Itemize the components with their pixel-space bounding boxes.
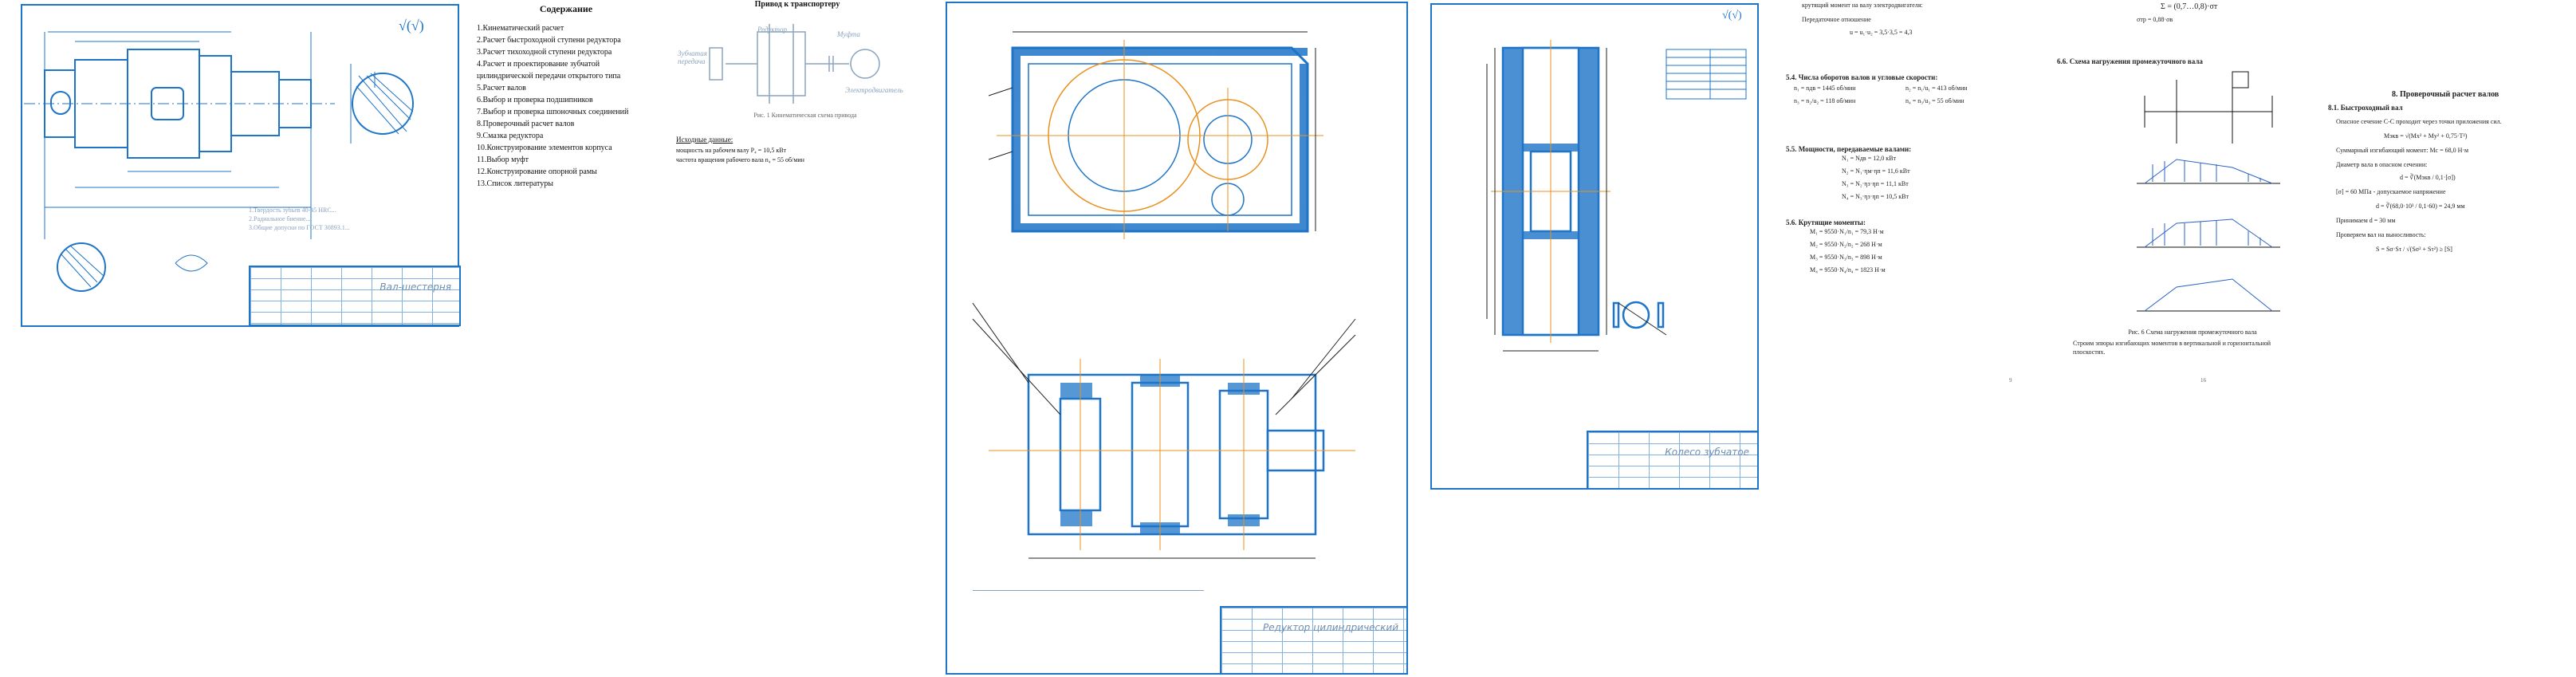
title-block: Колесо зубчатое — [1587, 431, 1759, 490]
given-title: Исходные данные: — [676, 136, 733, 144]
roughness-symbol: √(√) — [1722, 10, 1742, 22]
label-motor: Электродвигатель — [845, 86, 903, 94]
drawing-frame — [946, 2, 1408, 675]
calc-line: [σ] = 60 МПа - допускаемое напряжение — [2336, 188, 2446, 195]
page-number: 16 — [2200, 377, 2206, 384]
section-heading: 5.5. Мощности, передаваемые валами: — [1786, 145, 1912, 153]
calc-line: Мэкв = √(Mx² + My² + 0,75·T²) — [2384, 132, 2468, 140]
section-heading: 6.6. Схема нагружения промежуточного вал… — [2057, 57, 2203, 65]
given-line: частота вращения рабочего вала n₄ = 55 о… — [676, 156, 804, 163]
sheet-calculations: крутящий момент на валу электродвигателя… — [1770, 0, 2033, 399]
label-coupling: Муфта — [837, 30, 860, 38]
title-block-name: Вал-шестерня — [380, 281, 451, 293]
calc-line: Передаточное отношение — [1802, 16, 1871, 23]
calc-line: Суммарный изгибающий момент: Mс = 68,0 Н… — [2336, 147, 2469, 154]
calc-line: n₁ = nдв = 1445 об/мин — [1794, 85, 1856, 92]
section-heading: 5.6. Крутящие моменты: — [1786, 218, 1866, 226]
sheet-shaft-drawing: √(√) 1.Твер — [0, 0, 462, 330]
calc-line: Σ = (0,7…0,8)·σт — [2161, 2, 2218, 11]
figure-caption: Рис. 1 Кинематическая схема привода — [753, 112, 857, 119]
calc-line: n₄ = n₃/u₃ = 55 об/мин — [1905, 97, 1964, 104]
toc-item: 9.Смазка редуктора — [477, 132, 544, 140]
calc-line: Диаметр вала в опасном сечении: — [2336, 161, 2428, 168]
calc-line: N₃ = N₂·ηз·ηп = 11,1 кВт — [1842, 180, 1909, 187]
toc-item: 6.Выбор и проверка подшипников — [477, 96, 593, 104]
scheme-title: Привод к транспортеру — [754, 0, 840, 9]
toc-item: 7.Выбор и проверка шпоночных соединений — [477, 108, 629, 116]
roughness-symbol: √(√) — [399, 18, 424, 33]
calc-line: S = Sσ·Sτ / √(Sσ² + Sτ²) ≥ [S] — [2376, 246, 2452, 253]
section-heading: 5.4. Числа оборотов валов и угловые скор… — [1786, 73, 1938, 81]
calc-line: M₃ = 9550·N₃/n₃ = 898 Н·м — [1810, 254, 1882, 261]
toc-item: 2.Расчет быстроходной ступени редуктора — [477, 36, 621, 45]
reducer-drawing — [972, 31, 1356, 559]
calc-line: N₄ = N₃·ηз·ηп = 10,5 кВт — [1842, 193, 1909, 200]
calc-line: σтр = 0,88·σв — [2137, 16, 2173, 23]
calc-line: d = ∛(68,0·10³ / 0,1·60) = 24,9 мм — [2376, 203, 2465, 210]
toc-list: 1.Кинематический расчет 2.Расчет быстрох… — [477, 22, 652, 190]
page-number: 9 — [2009, 377, 2012, 384]
title-block-name: Колесо зубчатое — [1665, 447, 1749, 458]
sheet-contents: Содержание 1.Кинематический расчет 2.Рас… — [462, 0, 917, 255]
label-reducer: Редуктор — [757, 26, 787, 33]
toc-item: 11.Выбор муфт — [477, 155, 529, 164]
calc-line: N₂ = N₁·ηм·ηп = 11,6 кВт — [1842, 167, 1910, 175]
sheet-gear-wheel: √(√) Колесо зубчатое — [1427, 0, 1762, 494]
calc-line: M₄ = 9550·N₄/n₄ = 1823 Н·м — [1810, 266, 1886, 274]
calc-line: Опасное сечение С-С проходит через точки… — [2336, 118, 2502, 125]
title-block: Редуктор цилиндрический — [1220, 606, 1408, 675]
section-subheading: 8.1. Быстроходный вал — [2328, 104, 2403, 112]
toc-item: 13.Список литературы — [477, 179, 553, 188]
section-heading: 8. Проверочный расчет валов — [2392, 90, 2499, 99]
toc-item: 1.Кинематический расчет — [477, 24, 564, 33]
tech-notes: 1.Твердость зубьев 40-45 HRC... 2.Радиал… — [249, 207, 350, 231]
toc-item: 10.Конструирование элементов корпуса — [477, 144, 612, 152]
given-line: мощность на рабочем валу P₄ = 10,5 кВт — [676, 147, 787, 154]
calc-line: Проверяем вал на выносливость: — [2336, 231, 2426, 238]
calc-line: крутящий момент на валу электродвигателя… — [1802, 2, 1923, 9]
calc-line: N₁ = Nдв = 12,0 кВт — [1842, 155, 1896, 162]
calc-line: u = u₁·u₂ = 3,5·3,5 = 4,3 — [1850, 29, 1913, 36]
toc-item: 8.Проверочный расчет валов — [477, 120, 575, 128]
spec-notes — [973, 590, 1204, 639]
calc-line: n₃ = n₂/u₂ = 118 об/мин — [1794, 97, 1856, 104]
shaft-drawing — [24, 31, 414, 292]
sheet-reducer-assembly: Редуктор цилиндрический — [941, 0, 1411, 677]
title-block-name: Редуктор цилиндрический — [1263, 622, 1398, 633]
calc-line: Принимаем d = 30 мм — [2336, 217, 2396, 224]
calc-line: n₂ = n₁/u₁ = 413 об/мин — [1905, 85, 1968, 92]
kinematic-scheme — [709, 24, 880, 104]
calc-line: d = ∛(Mэкв / 0,1·[σ]) — [2400, 174, 2456, 181]
label-gear-train: Зубчатая передача — [678, 49, 707, 65]
title-block: Вал-шестерня — [249, 266, 461, 326]
toc-item: 5.Расчет валов — [477, 84, 526, 92]
toc-item: 4.Расчет и проектирование зубчатой цилин… — [477, 60, 621, 81]
sheet-load-diagram: Σ = (0,7…0,8)·σт σтр = 0,88·σв 6.6. Схем… — [2041, 0, 2304, 399]
gear-drawing — [1486, 40, 1747, 352]
toc-item: 3.Расчет тихоходной ступени редуктора — [477, 48, 612, 57]
toc-item: 12.Конструирование опорной рамы — [477, 167, 597, 176]
calc-line: M₂ = 9550·N₂/n₂ = 268 Н·м — [1810, 241, 1882, 248]
toc-title: Содержание — [539, 3, 593, 14]
body-text: Строим эпюры изгибающих моментов в верти… — [2073, 340, 2271, 356]
load-diagram — [2137, 71, 2280, 312]
drawing-frame — [21, 4, 459, 327]
figure-caption: Рис. 6 Схема нагружения промежуточного в… — [2128, 329, 2257, 336]
calc-line: M₁ = 9550·N₁/n₁ = 79,3 Н·м — [1810, 228, 1884, 235]
sheet-verification: 8. Проверочный расчет валов 8.1. Быстрох… — [2312, 0, 2576, 399]
